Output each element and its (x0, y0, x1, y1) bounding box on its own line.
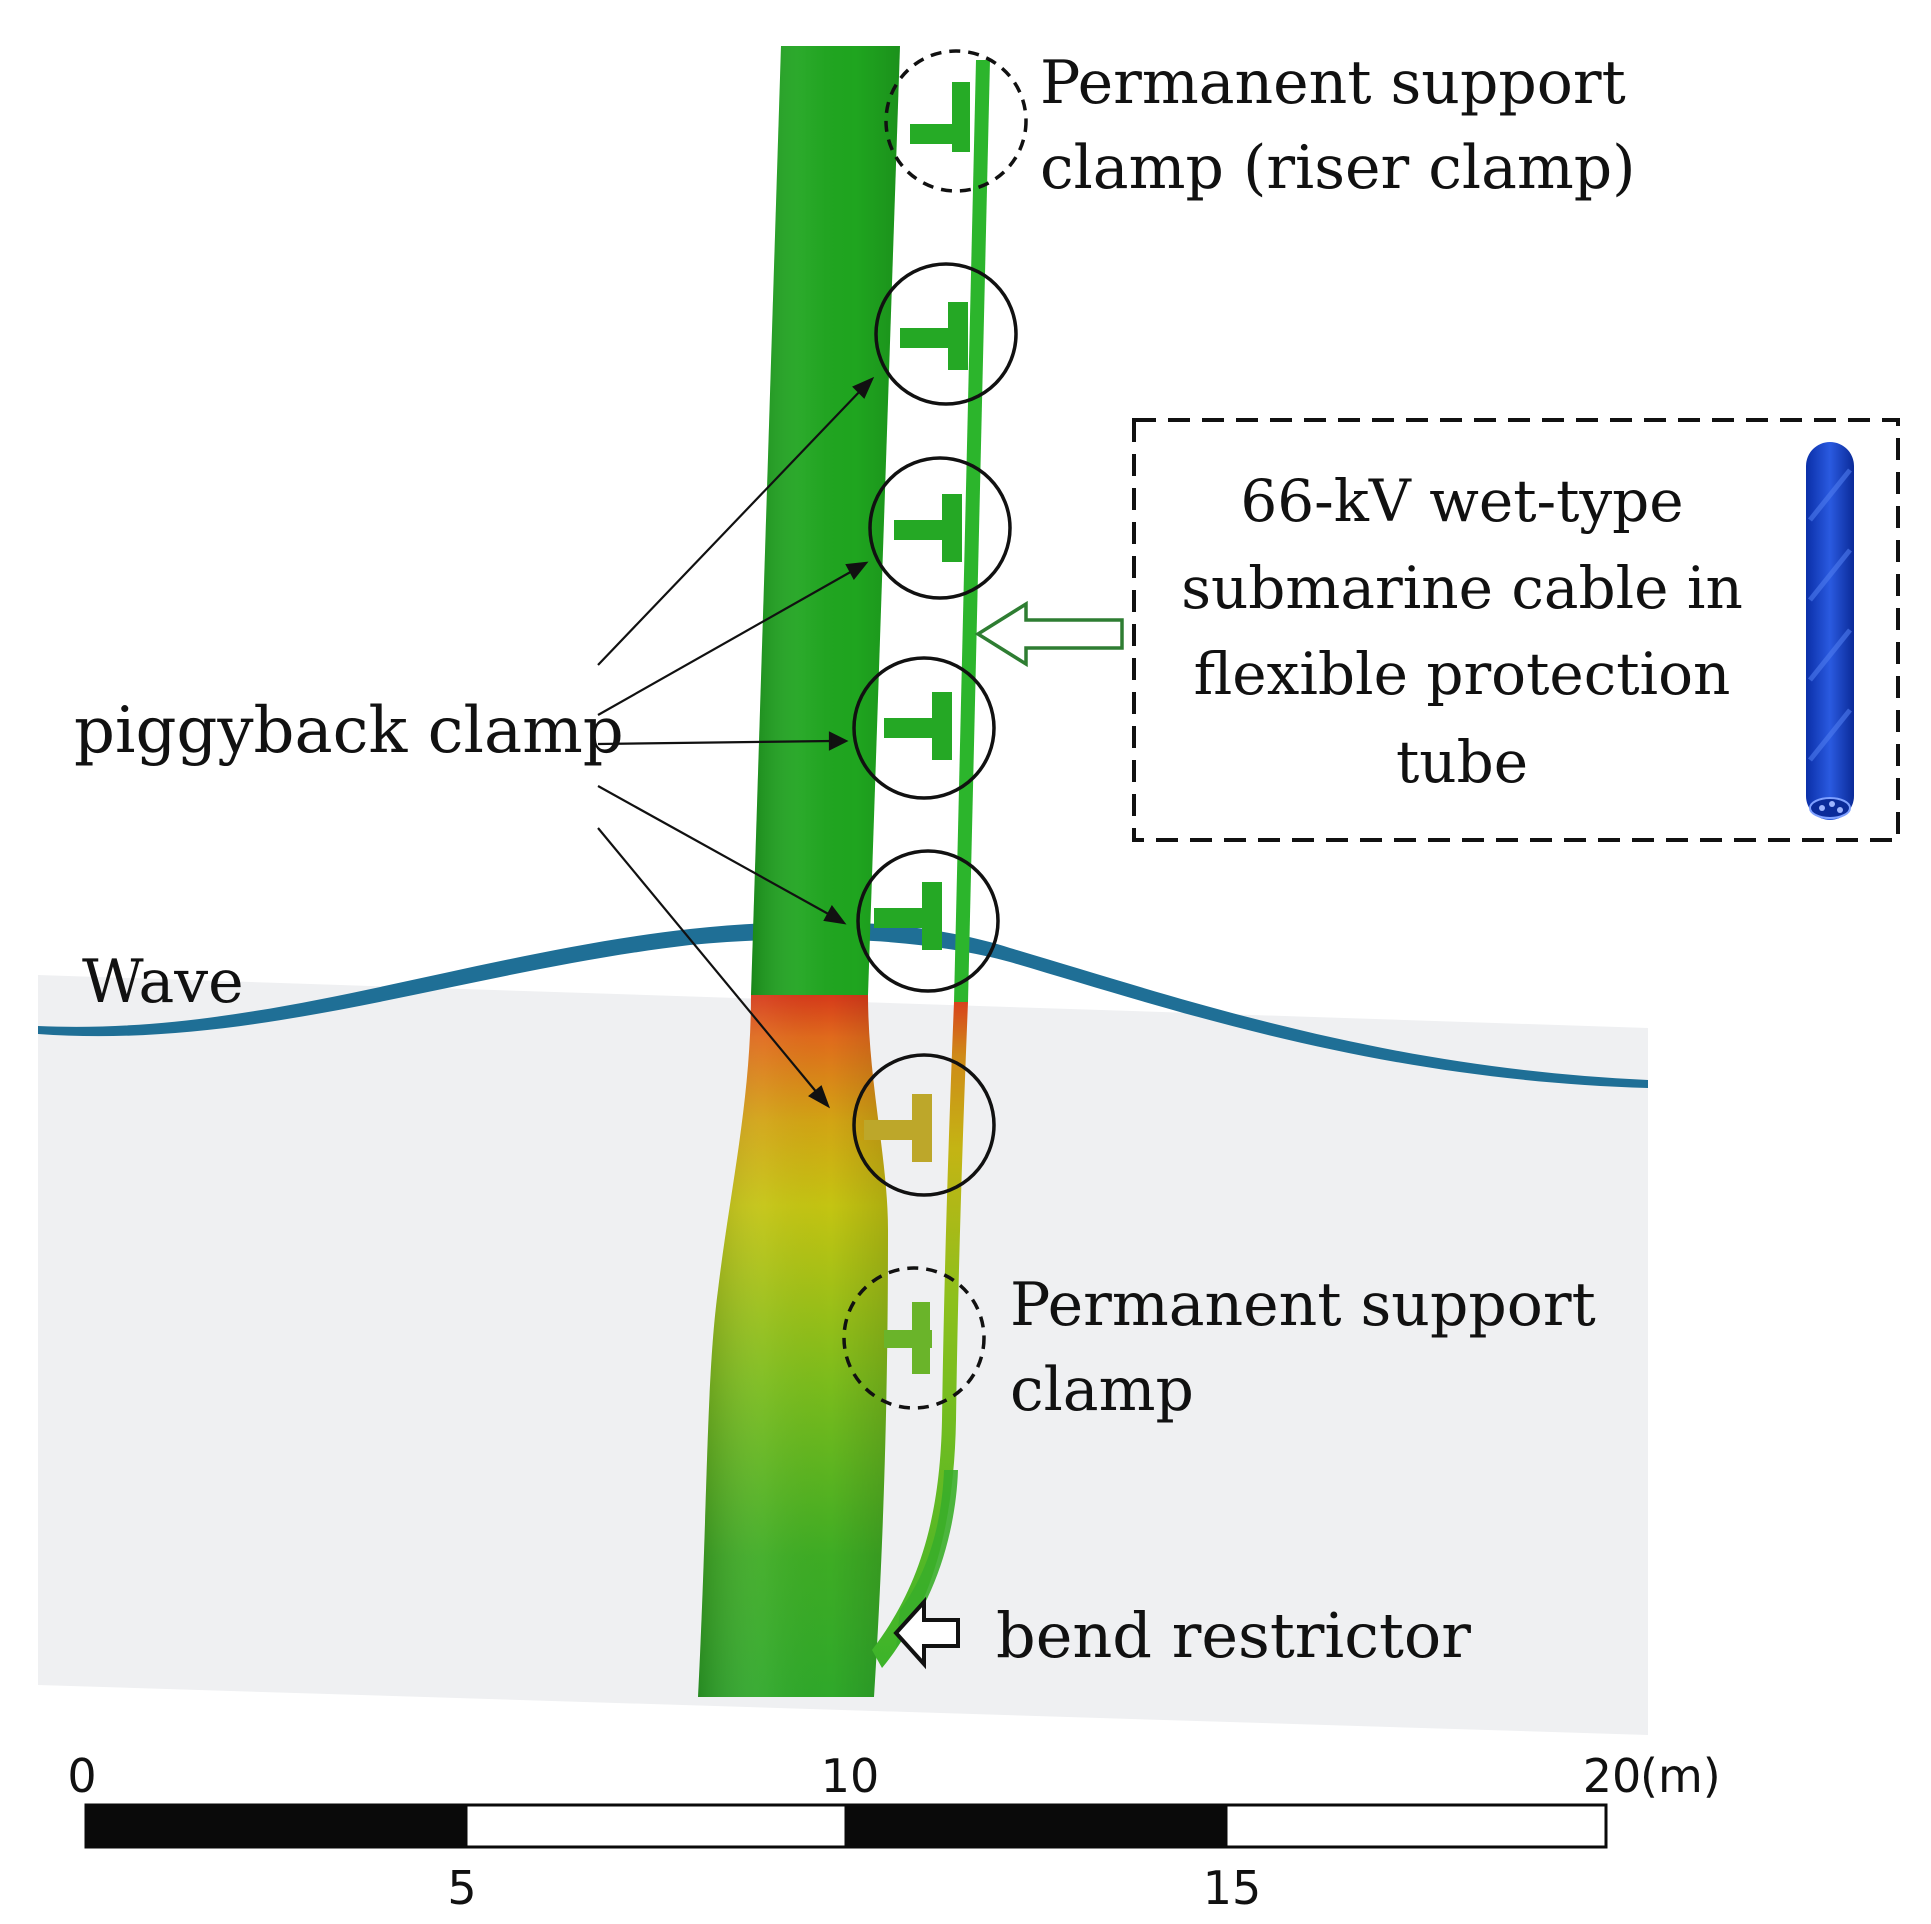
monopile-lower-shade (698, 995, 888, 1697)
clamp-5 (864, 1094, 932, 1162)
clamp-2 (894, 494, 962, 562)
piggyback-circle-4 (856, 849, 1000, 993)
scale-tick-0: 0 (67, 1749, 96, 1803)
scale-unit: (m) (1640, 1749, 1721, 1803)
piggyback-circle-2 (868, 456, 1012, 600)
clamp-3 (884, 692, 952, 760)
scale-tick-15: 15 (1203, 1861, 1262, 1915)
cable-label-line4: tube (1396, 728, 1528, 796)
wave-band (38, 921, 1648, 1088)
scale-tick-20: 20 (1583, 1749, 1642, 1803)
scale-segment-1 (84, 1803, 468, 1849)
scale-segment-4 (1224, 1803, 1608, 1849)
piggyback-clamp-label: piggyback clamp (74, 694, 624, 768)
scale-segment-3 (844, 1803, 1228, 1849)
bottom-clamp-label-line1: Permanent support (1010, 1270, 1596, 1340)
cable-label-line3: flexible protection (1194, 640, 1731, 708)
piggyback-circle-1 (874, 262, 1018, 406)
cable-upper (954, 60, 990, 1002)
cable-pointer-arrow (974, 600, 1124, 668)
bend-restrictor-label: bend restrictor (996, 1599, 1471, 1672)
piggyback-circle-3 (852, 656, 996, 800)
scale-bar (84, 1803, 1608, 1849)
top-clamp-label-line1: Permanent support (1040, 48, 1626, 118)
scale-tick-10: 10 (821, 1749, 880, 1803)
wave-label: Wave (82, 947, 244, 1017)
cable-tube-icon (1806, 442, 1854, 820)
cable-label-line2: submarine cable in (1181, 554, 1743, 622)
cable-label-line1: 66-kV wet-type (1240, 467, 1683, 535)
piggyback-arrows (597, 376, 875, 1109)
cable-info-box (1132, 418, 1900, 842)
top-clamp-circle (884, 49, 1028, 193)
scale-segment-2 (464, 1803, 848, 1849)
clamp-top (910, 82, 970, 152)
scale-tick-5: 5 (447, 1861, 476, 1915)
bend-restrictor-arrow (893, 1596, 960, 1670)
piggyback-circle-5 (852, 1053, 996, 1197)
clamp-4 (874, 882, 942, 950)
monopile-upper-shade (751, 46, 900, 995)
top-clamp-label-line2: clamp (riser clamp) (1040, 133, 1636, 203)
bottom-clamp-circle (842, 1266, 986, 1410)
clamp-1 (900, 302, 968, 370)
clamp-bottom (884, 1302, 932, 1374)
bend-restrictor (896, 1470, 958, 1648)
bottom-clamp-label-line2: clamp (1010, 1355, 1194, 1425)
